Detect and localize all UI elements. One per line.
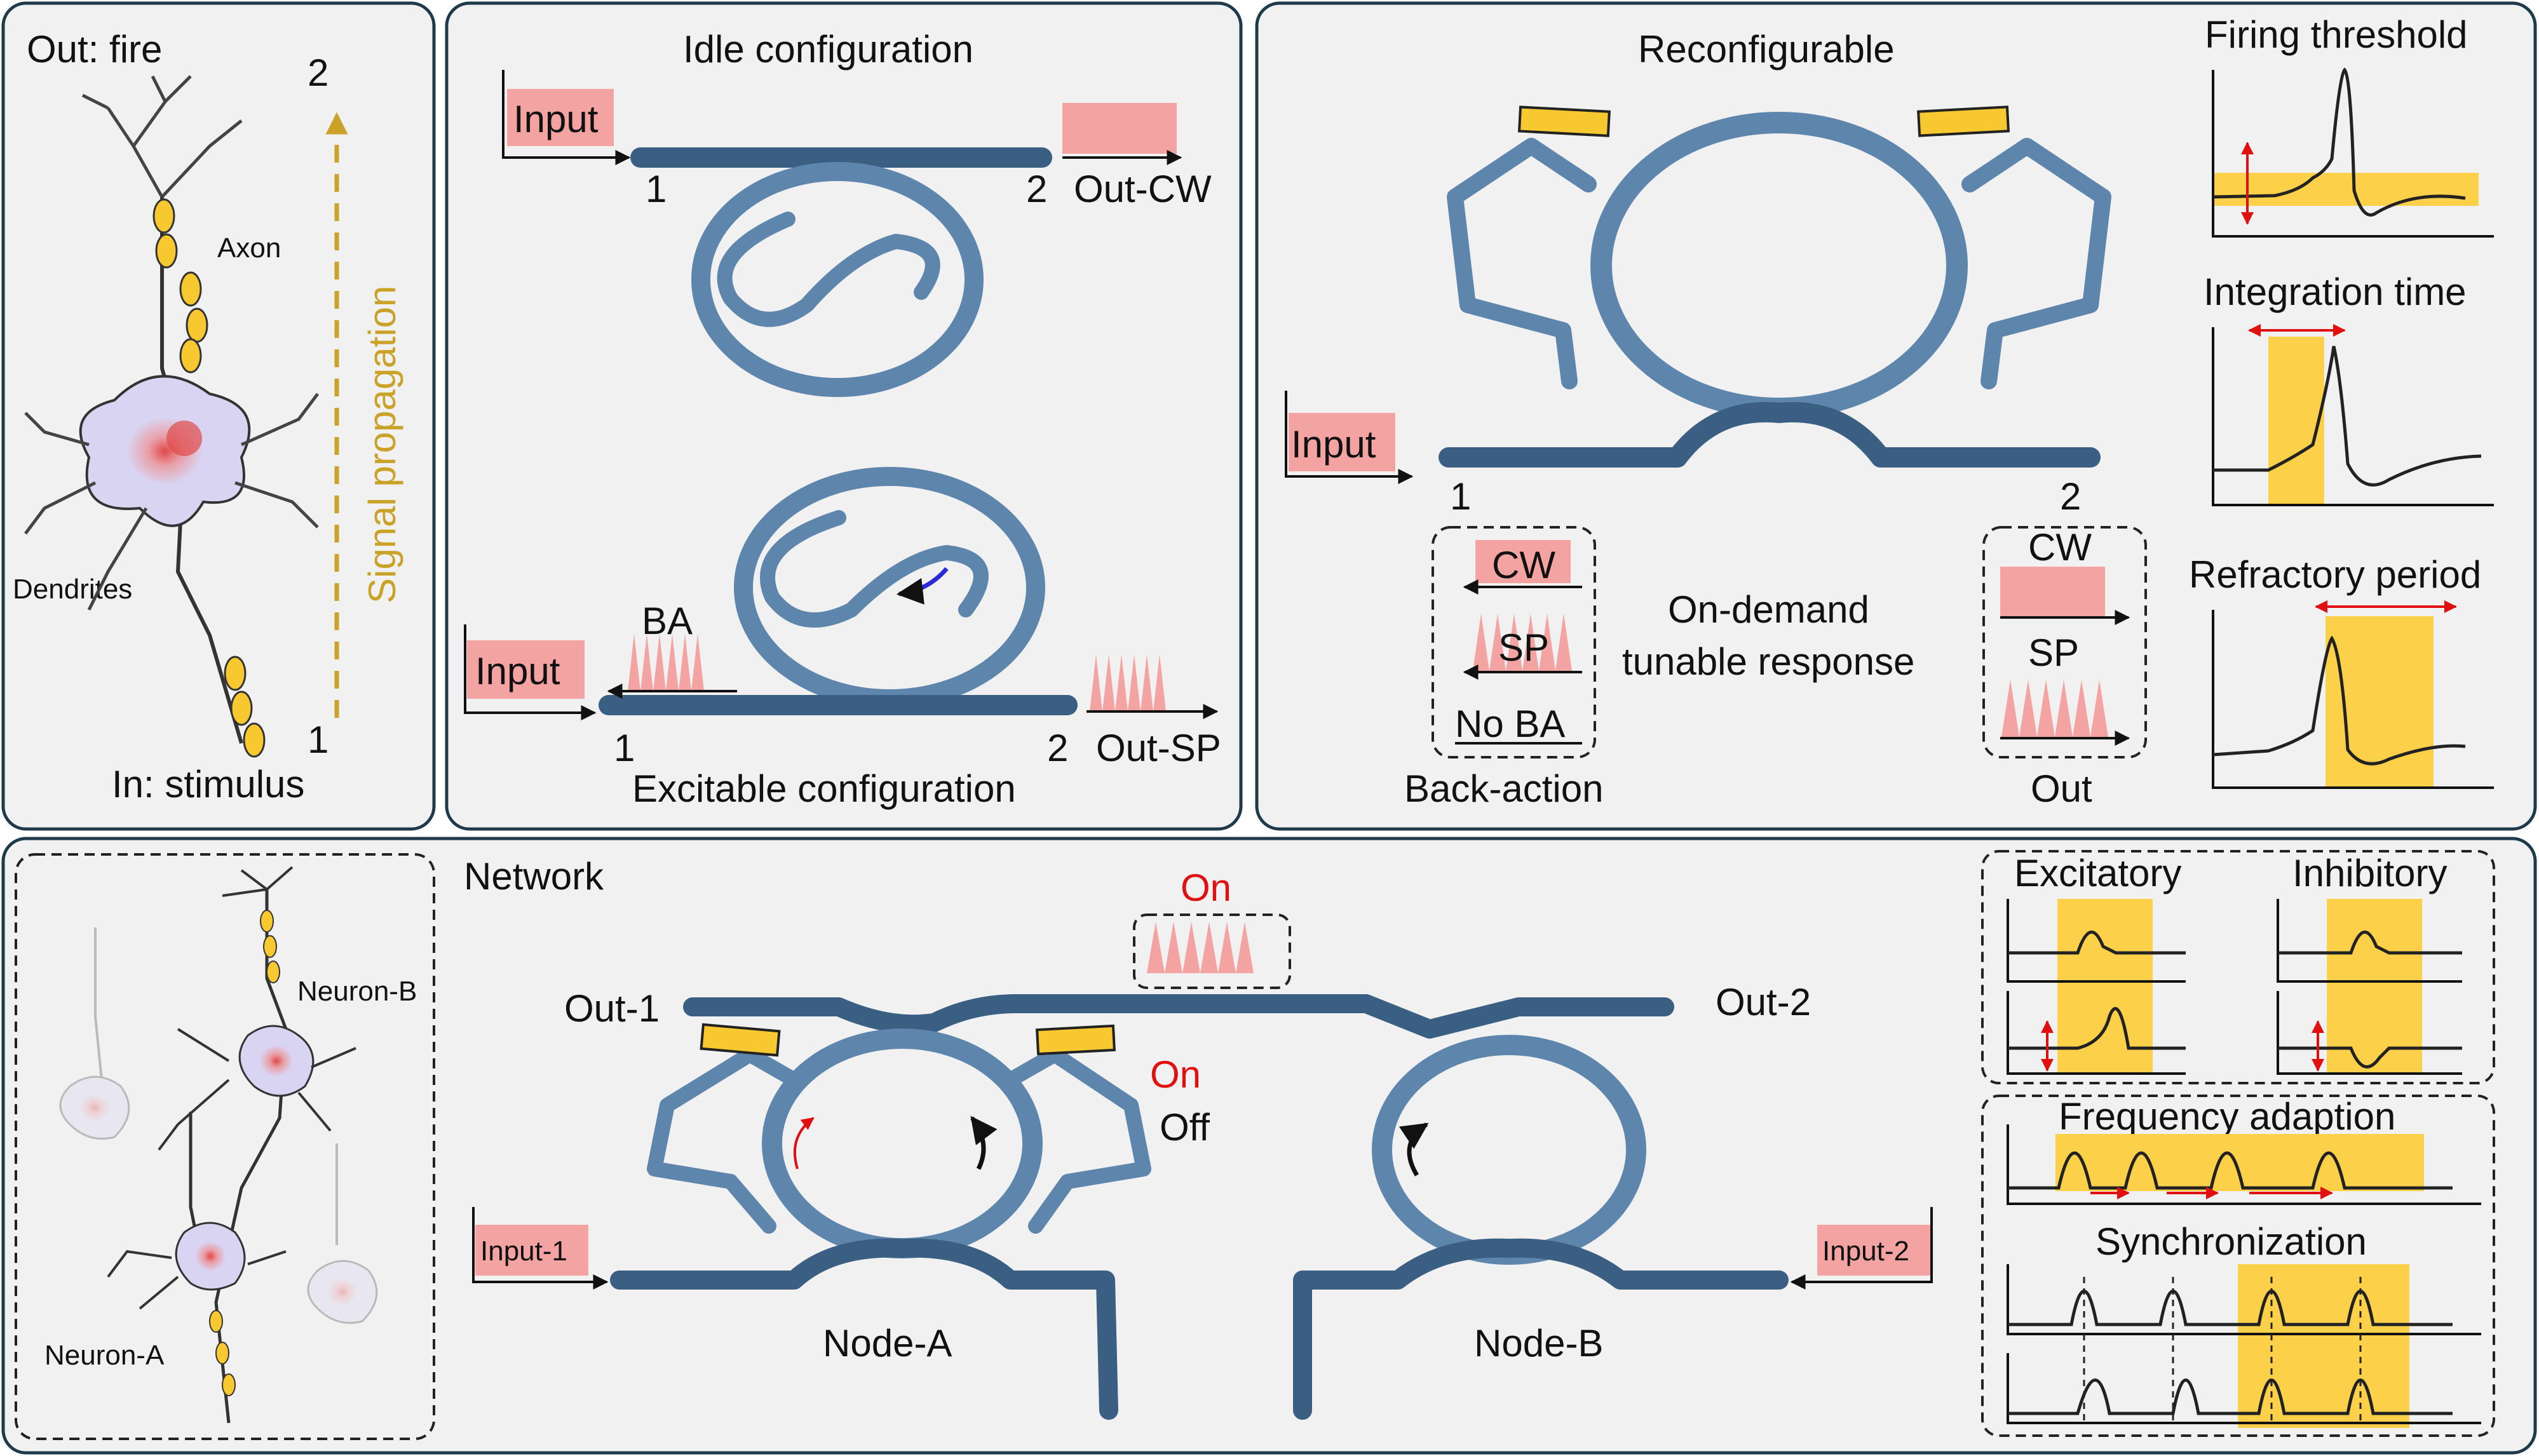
reconfig-port2: 2 bbox=[2060, 475, 2081, 518]
node-b-arrow bbox=[1398, 1122, 1429, 1176]
network-on-side: On bbox=[1150, 1053, 1201, 1096]
integration-time-label: Integration time bbox=[2204, 271, 2467, 313]
node-a-label: Node-A bbox=[823, 1322, 952, 1365]
reconfig-port1: 1 bbox=[1450, 475, 1471, 518]
out-label: Out bbox=[2031, 767, 2092, 810]
reconfig-input-label: Input bbox=[1291, 423, 1376, 466]
back-action-label: Back-action bbox=[1404, 767, 1603, 810]
excitatory-label: Excitatory bbox=[2014, 852, 2181, 894]
node-a-heater-right bbox=[1035, 1024, 1116, 1056]
reconfig-heater-left bbox=[1517, 105, 1611, 137]
reconfig-bus-waveguide bbox=[1439, 401, 2101, 468]
excitatory-plots bbox=[2007, 899, 2186, 1075]
idle-ring bbox=[691, 162, 984, 397]
signal-propagation-label: Signal propagation bbox=[361, 286, 403, 603]
out2-label: Out-2 bbox=[1716, 981, 1811, 1023]
out-box bbox=[1982, 526, 2147, 758]
network-top-bus bbox=[683, 994, 1674, 1039]
integration-time-plot bbox=[2212, 324, 2494, 506]
node-b-bus bbox=[1293, 1238, 1789, 1420]
center-line2: tunable response bbox=[1622, 640, 1914, 683]
axon-label: Axon bbox=[217, 233, 281, 264]
neuron-out-label: Out: fire bbox=[27, 28, 162, 71]
input2-label: Input-2 bbox=[1822, 1236, 1909, 1267]
on-pulse-box bbox=[1133, 913, 1291, 989]
neuron-illustration bbox=[24, 75, 319, 758]
ba-sp-label: SP bbox=[1498, 626, 1549, 669]
input1-label: Input-1 bbox=[480, 1236, 567, 1267]
excitable-port2: 2 bbox=[1047, 727, 1068, 769]
idle-excitable-panel: Idle configuration Input 1 2 Out-CW Inpu… bbox=[445, 1, 1243, 831]
excitable-s-waveguide bbox=[760, 510, 989, 628]
excitable-port1: 1 bbox=[614, 727, 635, 769]
network-panel: Neuron-B Neuron-A Network On Out-1 Out-2 bbox=[1, 837, 2537, 1455]
refractory-period-plot bbox=[2212, 600, 2494, 789]
neuron-in-label: In: stimulus bbox=[112, 763, 304, 806]
idle-input-label: Input bbox=[513, 98, 599, 140]
neuron-num-2: 2 bbox=[308, 51, 328, 94]
back-action-box bbox=[1432, 526, 1596, 758]
reconfig-heater-right bbox=[1917, 105, 2010, 137]
out1-label: Out-1 bbox=[564, 987, 660, 1030]
idle-port1: 1 bbox=[646, 168, 667, 210]
neuron-num-1: 1 bbox=[308, 718, 328, 761]
network-title: Network bbox=[464, 855, 604, 898]
inhibitory-plots bbox=[2277, 899, 2462, 1075]
node-a-right-arm bbox=[1003, 1047, 1151, 1234]
neuron-b-label: Neuron-B bbox=[297, 976, 417, 1007]
reconfig-left-arm bbox=[1447, 138, 1597, 389]
dendrites-label: Dendrites bbox=[13, 574, 132, 605]
idle-out-label: Out-CW bbox=[1074, 168, 1212, 210]
frequency-sync-box bbox=[1981, 1095, 2495, 1437]
node-b-label: Node-B bbox=[1474, 1322, 1603, 1365]
idle-port2: 2 bbox=[1026, 168, 1047, 210]
excitable-out-label: Out-SP bbox=[1096, 727, 1221, 769]
idle-s-waveguide bbox=[717, 212, 940, 327]
sync-label: Synchronization bbox=[2096, 1220, 2367, 1263]
neuron-panel: Out: fire In: stimulus Axon Dendrites 2 … bbox=[1, 1, 436, 831]
excitable-input-label: Input bbox=[475, 650, 560, 692]
inhibitory-label: Inhibitory bbox=[2292, 852, 2447, 894]
node-a-red-arrow bbox=[793, 1117, 815, 1170]
idle-title: Idle configuration bbox=[683, 28, 973, 71]
node-a-heater-left bbox=[700, 1023, 781, 1057]
neuron-a-label: Neuron-A bbox=[44, 1340, 165, 1371]
neuron-a-illustration bbox=[107, 1112, 287, 1310]
node-a-bus bbox=[610, 1238, 1118, 1420]
firing-threshold-label: Firing threshold bbox=[2205, 13, 2468, 56]
out-cw-label: CW bbox=[2028, 526, 2092, 569]
ba-cw-label: CW bbox=[1492, 544, 1555, 586]
node-a-black-arrow bbox=[970, 1116, 998, 1170]
node-a-left-arm bbox=[647, 1047, 802, 1234]
excitable-ba-label: BA bbox=[642, 600, 693, 642]
firing-threshold-plot bbox=[2212, 67, 2494, 238]
out-sp-label: SP bbox=[2028, 631, 2079, 674]
excitatory-inhibitory-box bbox=[1981, 850, 2495, 1084]
excitable-title: Excitable configuration bbox=[632, 767, 1016, 810]
center-line1: On-demand bbox=[1668, 588, 1869, 631]
neuron-b-illustration bbox=[158, 866, 356, 1424]
neurons-box bbox=[15, 853, 435, 1440]
network-on-top: On bbox=[1181, 866, 1231, 909]
ba-none-label: No BA bbox=[1455, 703, 1565, 745]
frequency-plot bbox=[2007, 1124, 2481, 1205]
reconfig-title: Reconfigurable bbox=[1638, 28, 1895, 71]
refractory-period-label: Refractory period bbox=[2189, 553, 2481, 596]
sync-plot bbox=[2007, 1264, 2481, 1428]
reconfig-right-arm bbox=[1961, 138, 2111, 389]
reconfigurable-panel: Reconfigurable Input 1 2 CW SP No BA Bac… bbox=[1255, 1, 2537, 831]
faint-neurons bbox=[59, 927, 378, 1324]
network-off-side: Off bbox=[1160, 1106, 1210, 1149]
frequency-label: Frequency adaption bbox=[2059, 1095, 2395, 1138]
excitable-direction-arrow bbox=[896, 567, 949, 605]
